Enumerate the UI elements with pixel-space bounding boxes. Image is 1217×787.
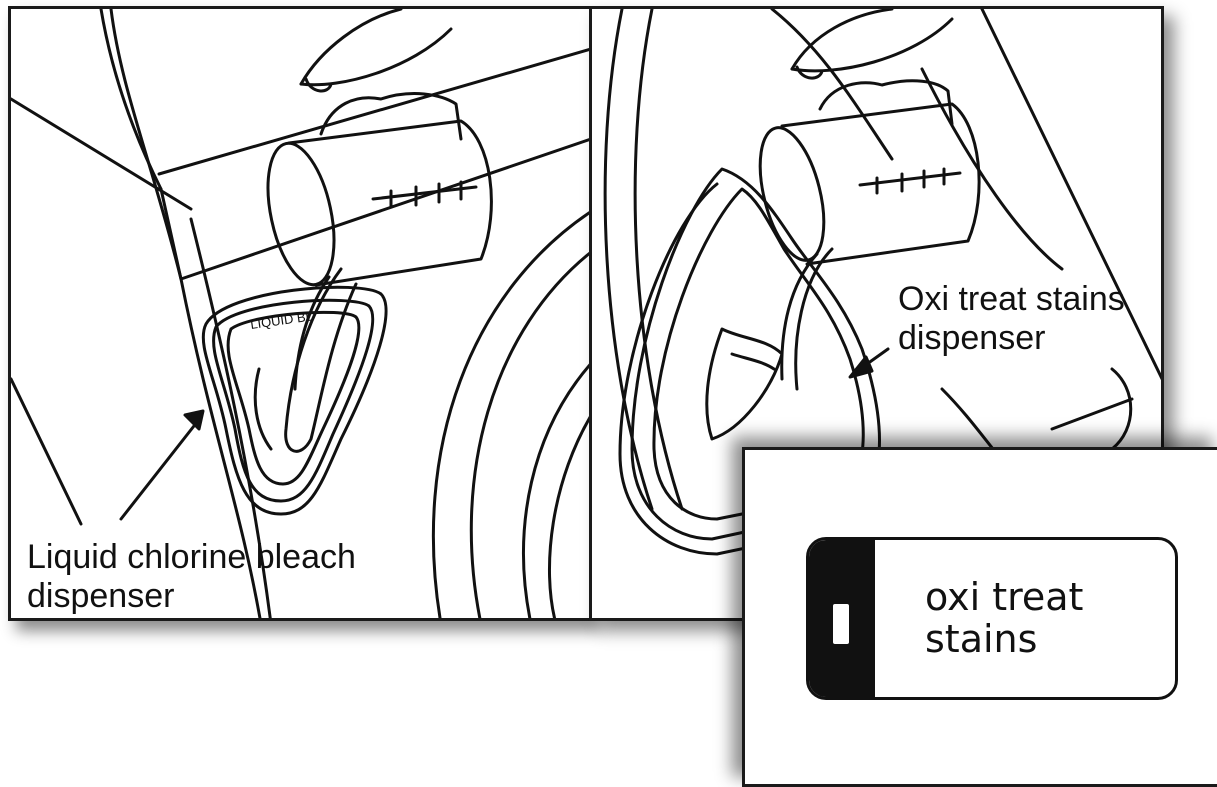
oxi-dispenser-callout: Oxi treat stains: [898, 279, 1125, 319]
bleach-dispenser-callout: Liquid chlorine bleach: [27, 537, 356, 577]
slot-icon: [833, 604, 849, 644]
oxi-dispenser-callout-line2: dispenser: [898, 318, 1045, 358]
label-text: oxi treat stains: [925, 576, 1083, 660]
bleach-dispenser-panel: LIQUID BL Liquid chlorine bleach dispens…: [8, 6, 592, 621]
oxi-treat-label-sticker: oxi treat stains: [806, 537, 1178, 700]
bleach-pouring-illustration: LIQUID BL: [11, 9, 592, 621]
label-text-line2: stains: [925, 618, 1083, 660]
oxi-label-inset: oxi treat stains: [742, 447, 1217, 787]
label-dark-band: [809, 540, 875, 697]
bleach-dispenser-callout-line2: dispenser: [27, 576, 174, 616]
label-text-line1: oxi treat: [925, 576, 1083, 618]
